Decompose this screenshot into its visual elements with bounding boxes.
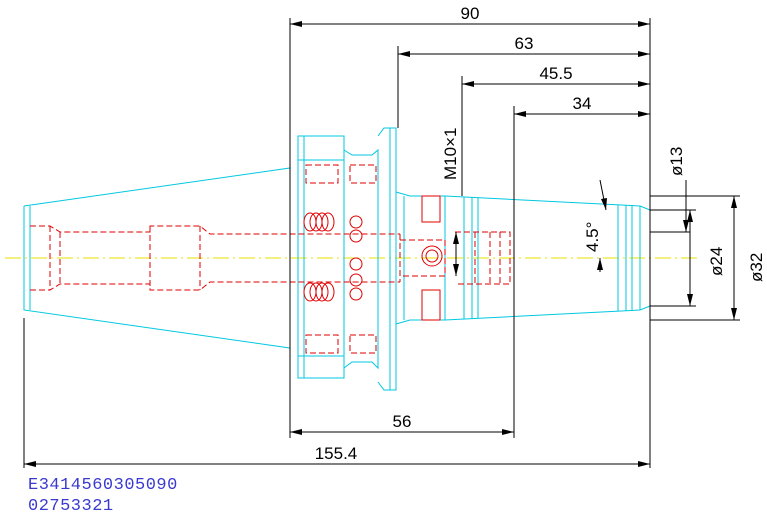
dim-56: 56 [393,412,412,431]
dim-dia-24: ø24 [707,247,726,276]
dim-thread: M10×1 [441,128,460,180]
dim-90: 90 [461,4,480,23]
dim-angle: 4.5° [583,222,602,252]
dimension-lines [23,18,740,468]
tool-holder-outline [23,127,651,391]
dim-dia-13: ø13 [667,147,686,176]
hidden-lines [30,164,511,354]
part-number: E3414560305090 [28,476,178,495]
order-number: 02753321 [28,497,114,516]
dim-63: 63 [515,34,534,53]
dim-34: 34 [573,94,592,113]
dim-45-5: 45.5 [539,64,572,83]
dim-155-4: 155.4 [315,444,358,463]
flange-left [297,135,345,379]
dim-dia-32: ø32 [747,253,766,282]
flange-right [377,127,397,391]
v-groove [343,148,379,370]
